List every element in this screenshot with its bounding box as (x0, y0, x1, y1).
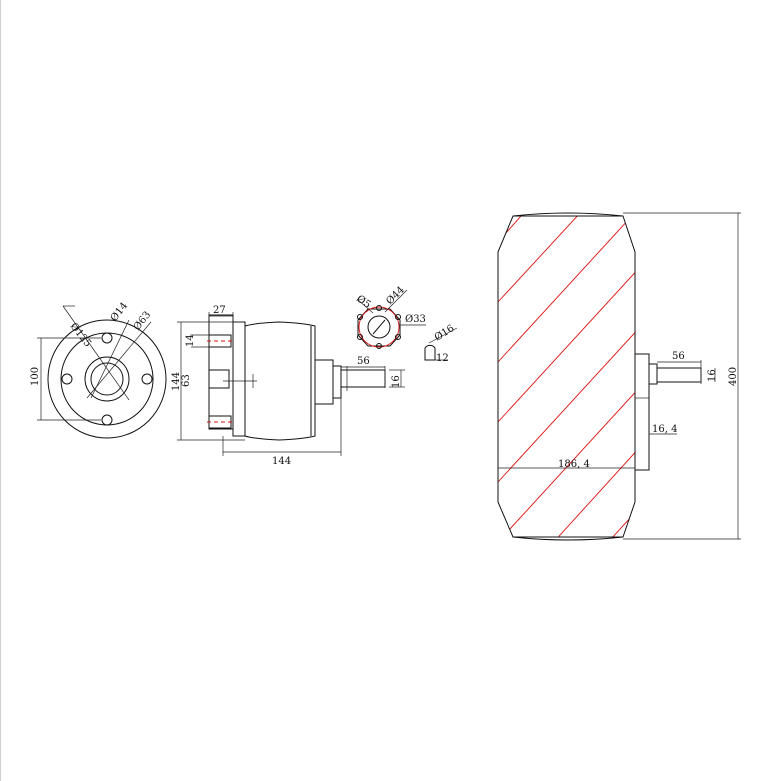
label-height-100: 100 (30, 367, 41, 386)
motor-drum (244, 321, 316, 441)
shaft-section-detail: Ø16 12 (424, 323, 458, 364)
label-shaft-56: 56 (357, 356, 370, 367)
label-shaft-16: 16 (391, 375, 402, 388)
flange-bolt-circle (358, 306, 400, 348)
flange-hole-6 (395, 334, 401, 340)
bolt-hole-top (101, 332, 113, 344)
label-dia-14: Ø14 (109, 301, 131, 324)
wheel-hatching (498, 216, 635, 537)
label-hub-16-4: 16, 4 (652, 424, 677, 435)
front-boss (332, 365, 342, 399)
leader-dia-16 (428, 327, 458, 344)
mount-plate (232, 321, 246, 437)
wheel-top-curve (512, 212, 624, 217)
front-view: Ø125 Ø14 Ø63 100 (30, 301, 167, 439)
leader-dia-5 (356, 298, 374, 314)
label-dim-14: 14 (185, 334, 196, 347)
flange-detail: Ø5 Ø44 Ø33 (354, 285, 426, 349)
label-dia-125: Ø125 (68, 321, 93, 349)
rear-hub (208, 369, 230, 389)
shaft-section (424, 344, 436, 361)
label-wheel-shaft-56: 56 (672, 351, 685, 362)
flange-keyway (372, 319, 386, 335)
flange-hole-5 (357, 334, 363, 340)
label-width-186-4: 186, 4 (558, 459, 590, 470)
wheel-shaft (656, 367, 702, 383)
label-dia-33: Ø33 (405, 314, 426, 325)
label-height-400: 400 (728, 367, 739, 386)
leader-dia-63 (86, 321, 152, 399)
label-dim-63-v: 63 (181, 374, 192, 387)
bolt-hole-right (141, 373, 153, 385)
leader-dia-44 (384, 289, 408, 313)
wheel-hub-boss (648, 363, 658, 385)
wheel-view: 186, 4 16, 4 56 16 400 (497, 212, 741, 541)
wheel-bottom-curve (512, 536, 624, 541)
bolt-hole-bottom (101, 414, 113, 426)
bolt-hole-left (61, 373, 73, 385)
label-dia-16: Ø16 (433, 323, 457, 343)
side-view: 27 14 144 63 144 56 16 (171, 305, 405, 467)
bolt-bottom (208, 415, 232, 429)
flange-hole-4 (395, 314, 401, 320)
bolt-top (208, 334, 232, 348)
wheel-outline (497, 215, 636, 538)
hub-inner-circle (90, 362, 124, 396)
label-wheel-shaft-16: 16 (707, 369, 718, 382)
hub-circle (84, 356, 130, 402)
flange-circle (60, 332, 154, 426)
flange-hole-3 (357, 314, 363, 320)
leader-dia-125 (62, 305, 130, 401)
outer-circle (47, 319, 167, 439)
output-shaft (340, 369, 386, 388)
label-dia-5: Ø5 (354, 293, 372, 310)
flange-hole-2 (376, 343, 382, 349)
label-dim-144-h: 144 (272, 456, 291, 467)
flange-hole-1 (376, 305, 382, 311)
label-dim-27: 27 (213, 305, 226, 316)
label-key-12: 12 (436, 353, 449, 364)
label-dia-63: Ø63 (132, 310, 154, 333)
label-dim-144-v: 144 (171, 372, 182, 391)
wheel-hub (634, 353, 650, 471)
leader-dia-14 (90, 319, 130, 399)
flange-bore (367, 315, 391, 339)
label-dia-44: Ø44 (384, 285, 407, 308)
front-cap (314, 359, 334, 405)
